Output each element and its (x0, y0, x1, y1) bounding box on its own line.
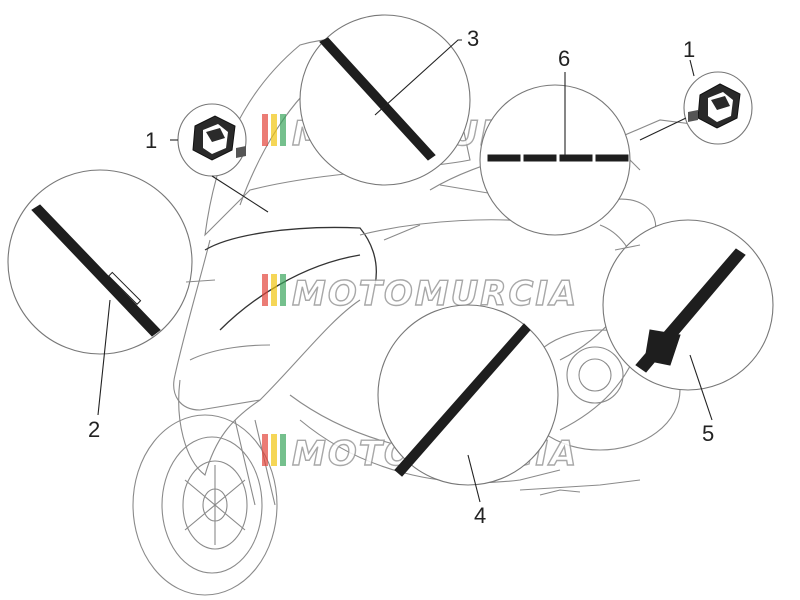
brake-disc-icon (182, 460, 248, 550)
lower-side-strip (394, 323, 531, 477)
callout-1-left: 1 (145, 128, 157, 153)
detail-part-6: 6 (479, 46, 631, 236)
callout-6: 6 (558, 46, 570, 71)
detail-part-3: 3 (299, 14, 479, 186)
detail-part-4: 4 (377, 304, 559, 528)
callout-3: 3 (467, 26, 479, 51)
callout-2: 2 (88, 417, 100, 442)
side-strip-right (595, 154, 629, 162)
callout-1-right: 1 (683, 37, 695, 62)
detail-part-2: 2 (7, 169, 193, 442)
detail-part-5: 5 (602, 219, 774, 446)
pointer-lines (185, 224, 641, 283)
detail-part-1-left: 1 (145, 103, 269, 213)
piaggio-emblem-icon (192, 115, 246, 161)
side-strip-logo (523, 154, 557, 162)
rear-strip-logo (644, 329, 681, 366)
detail-part-1-right: 1 (639, 37, 753, 145)
piaggio-emblem-icon (688, 83, 741, 129)
side-strip-left (487, 154, 521, 162)
watermark-text: MOTOMURCIA (292, 274, 578, 314)
callout-4: 4 (474, 503, 486, 528)
front-strip-left (31, 204, 161, 337)
side-strip-mid (559, 154, 593, 162)
callout-5: 5 (702, 421, 714, 446)
windscreen-strip (319, 37, 436, 161)
